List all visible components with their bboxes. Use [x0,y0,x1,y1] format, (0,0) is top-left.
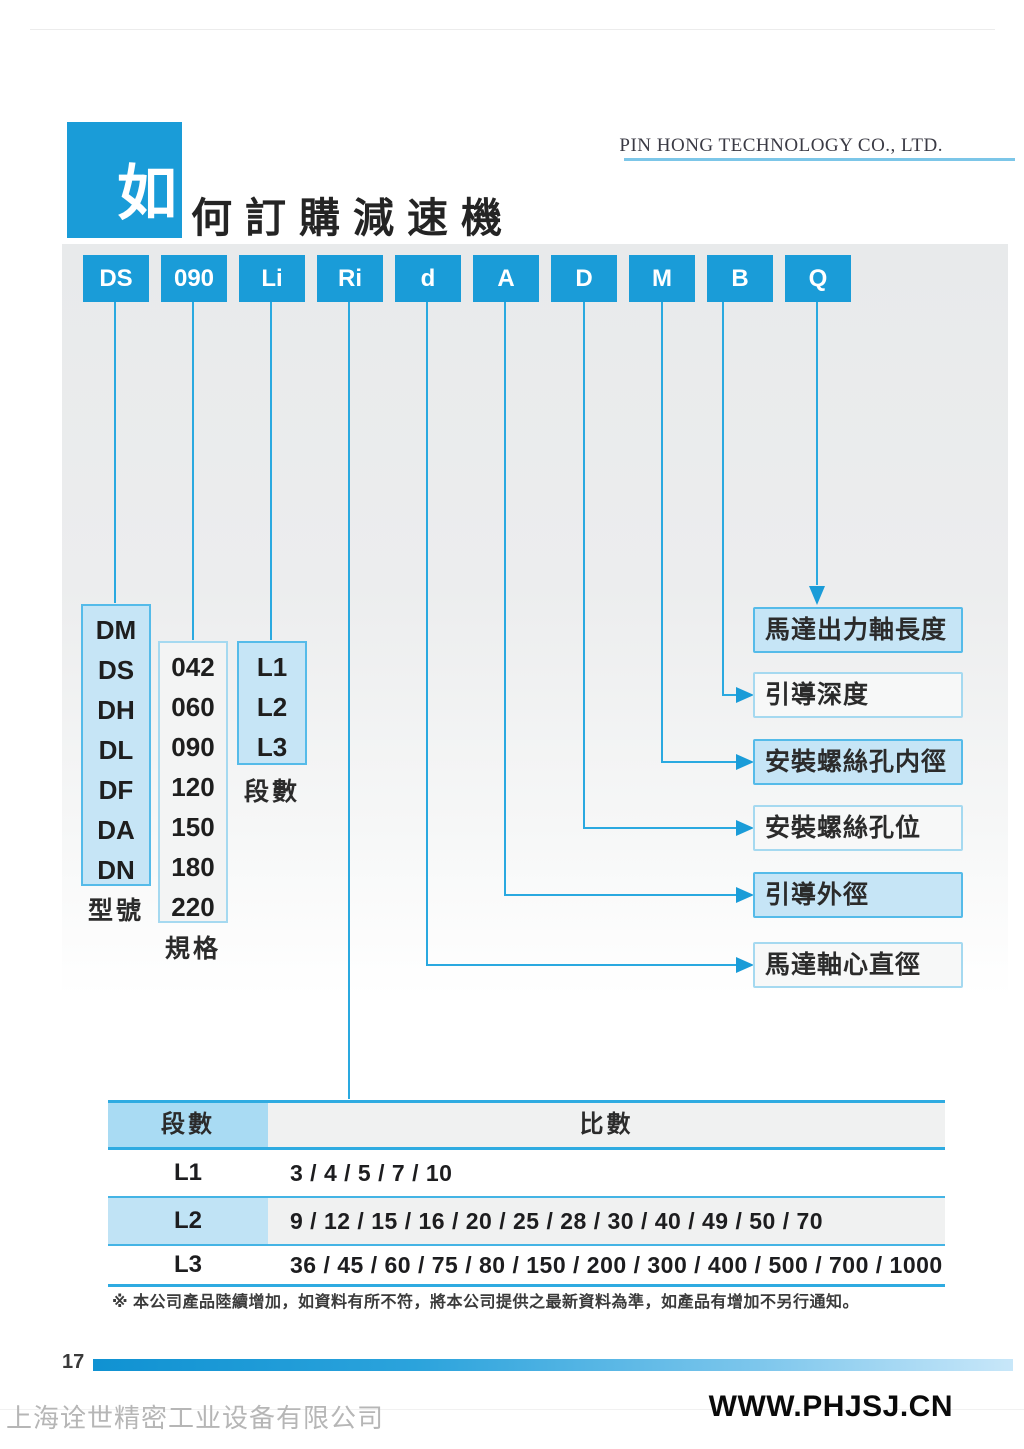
page-title-initial: 如 [117,161,177,227]
ratio-cell: 36 / 45 / 60 / 75 / 80 / 150 / 200 / 300… [290,1251,943,1278]
model-item: DL [98,735,134,765]
order-code-box-q: Q [785,255,851,302]
top-rule [30,29,995,30]
stage-cell: L2 [108,1198,268,1244]
table-header-stage: 段數 [108,1103,268,1147]
spec-list-box: 042 060 090 120 150 180 220 [158,641,228,923]
stage-column-label: 段數 [243,778,300,806]
order-code-box-stage: Li [239,255,305,302]
spec-column-label: 規格 [164,935,221,963]
stage-cell: L3 [173,1251,202,1278]
table-row-l1: L1 3 / 4 / 5 / 7 / 10 [108,1150,945,1198]
callout-mount-screw-hole-id: 安裝螺絲孔内徑 [753,739,963,785]
spec-item: 120 [171,772,215,802]
table-row-l3: L3 36 / 45 / 60 / 75 / 80 / 150 / 200 / … [108,1246,945,1287]
stage-item: L1 [256,652,288,682]
spec-item: 090 [171,732,215,762]
footer-gradient-bar [93,1359,1013,1371]
callout-motor-output-shaft-length: 馬達出力軸長度 [753,607,963,653]
model-item: DH [97,695,135,725]
table-header-ratio: 比數 [268,1103,945,1147]
model-item: DA [97,815,135,845]
callout-pilot-od: 引導外徑 [753,872,963,918]
callout-motor-shaft-diameter: 馬達軸心直徑 [753,942,963,988]
model-item: DF [98,775,134,805]
order-code-box-m: M [629,255,695,302]
watermark-text: 上海诠世精密工业设备有限公司 [6,1403,385,1433]
watermark-rule [0,1409,1024,1410]
spec-item: 220 [171,892,215,922]
page-title-text: 何訂購減速機 [191,195,515,241]
order-code-box-dd: D [551,255,617,302]
ratio-cell: 3 / 4 / 5 / 7 / 10 [290,1159,453,1186]
order-code-box-ratio: Ri [317,255,383,302]
ratio-table: 段數 比數 L1 3 / 4 / 5 / 7 / 10 L2 9 / 12 / … [108,1100,945,1287]
model-item: DS [97,655,135,685]
company-header-underline [624,158,1015,161]
stage-cell: L1 [173,1159,202,1186]
spec-item: 150 [171,812,215,842]
spec-item: 042 [171,652,215,682]
company-header: PIN HONG TECHNOLOGY CO., LTD. [619,135,943,156]
model-item: DN [97,855,135,885]
website-text: WWW.PHJSJ.CN [708,1390,953,1423]
callout-mount-screw-hole-position: 安裝螺絲孔位 [753,805,963,851]
model-list-box: DM DS DH DL DF DA DN [81,604,151,886]
ratio-table-header: 段數 比數 [108,1100,945,1150]
order-code-box-size: 090 [161,255,227,302]
model-item: DM [95,615,137,645]
page-number: 17 [62,1351,85,1373]
order-code-box-b: B [707,255,773,302]
order-code-box-d: d [395,255,461,302]
stage-list-box: L1 L2 L3 [237,641,307,765]
model-column-label: 型號 [87,897,144,925]
ratio-cell: 9 / 12 / 15 / 16 / 20 / 25 / 28 / 30 / 4… [268,1198,945,1244]
spec-item: 180 [171,852,215,882]
table-row-l2: L2 9 / 12 / 15 / 16 / 20 / 25 / 28 / 30 … [108,1198,945,1246]
page-title-accent-box: 如 [67,122,182,238]
note-text: ※ 本公司產品陸續增加，如資料有所不符，將本公司提供之最新資料為準，如產品有增加… [112,1294,860,1311]
stage-item: L3 [256,732,288,762]
stage-item: L2 [256,692,288,722]
callout-pilot-depth: 引導深度 [753,672,963,718]
spec-item: 060 [171,692,215,722]
order-code-box-a: A [473,255,539,302]
order-code-box-model: DS [83,255,149,302]
